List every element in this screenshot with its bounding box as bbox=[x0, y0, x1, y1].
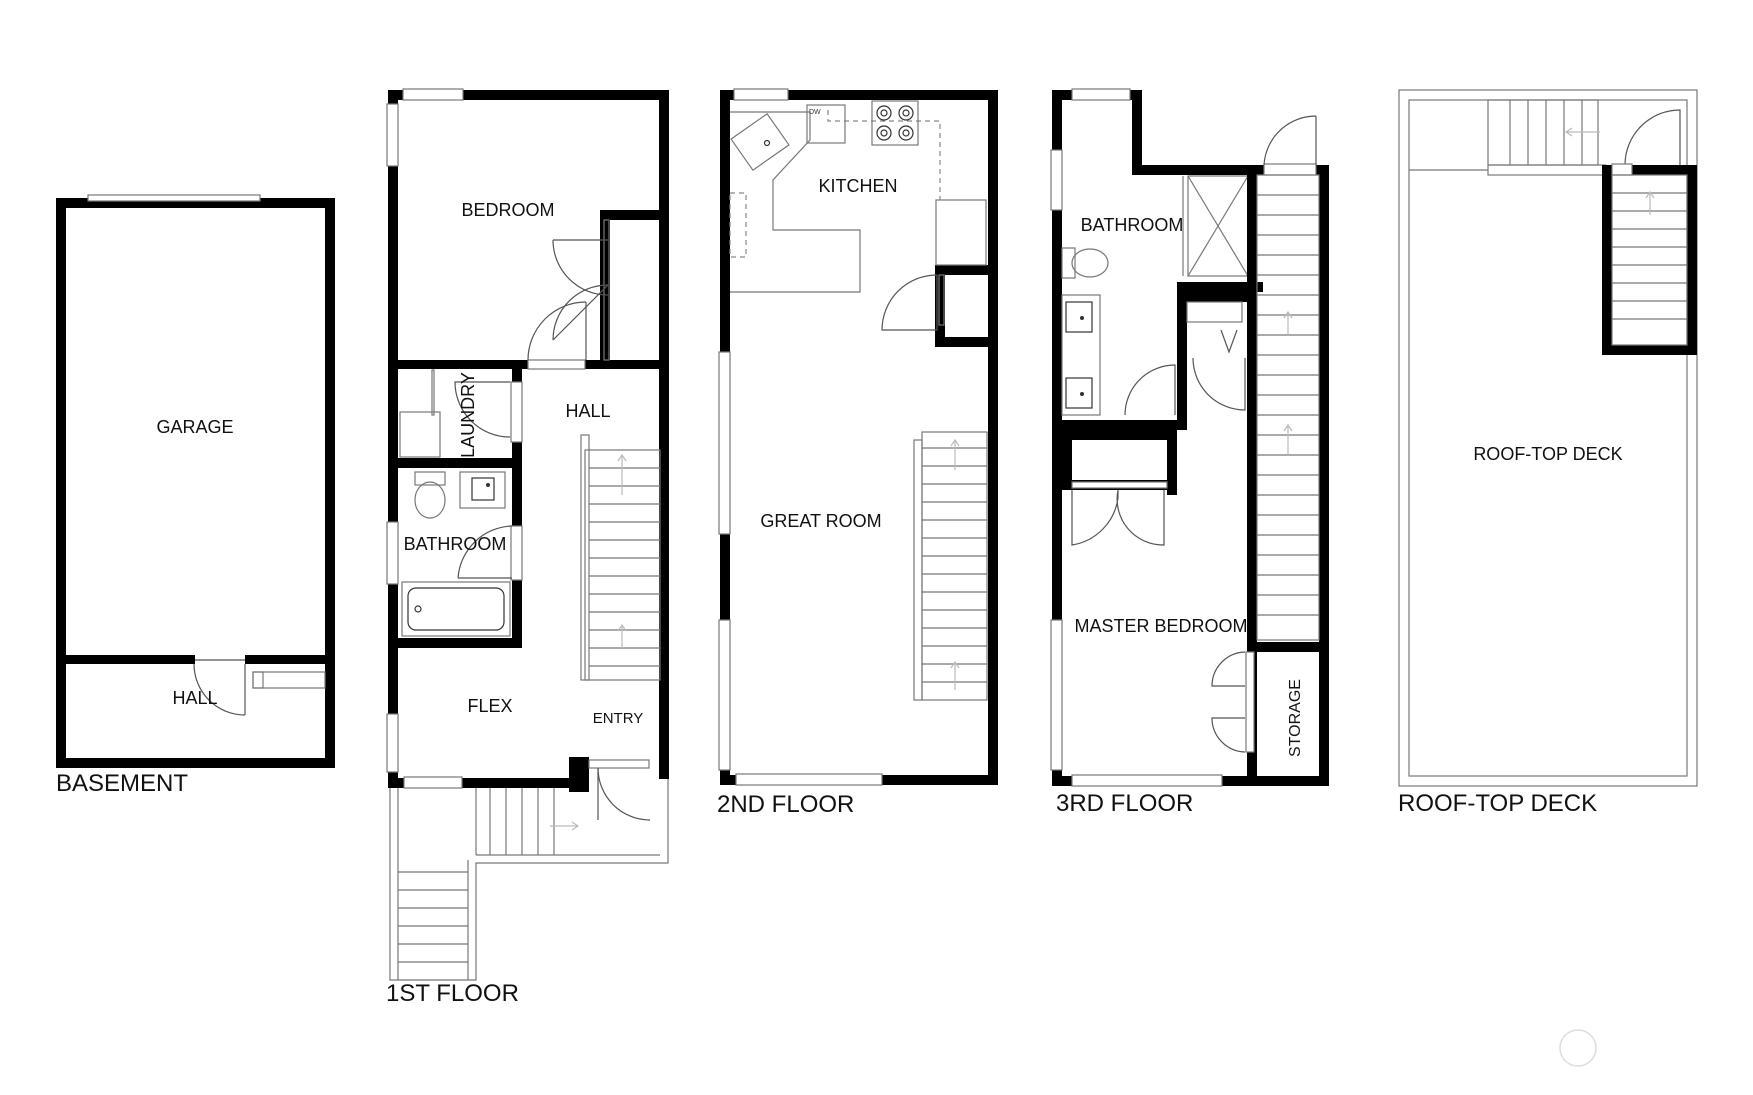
second-floor-plan: DW bbox=[717, 88, 998, 818]
basement-caption: BASEMENT bbox=[56, 770, 188, 797]
storage-label: STORAGE bbox=[1287, 679, 1304, 757]
laundry-label: LAUNDRY bbox=[458, 372, 478, 458]
garage-door-icon bbox=[87, 194, 261, 202]
first-floor-plan: BEDROOM LAUNDRY HALL BATHROOM FLEX ENTRY… bbox=[386, 88, 669, 1007]
stair-icon bbox=[1611, 174, 1688, 346]
basement-plan: GARAGE HALL BASEMENT bbox=[56, 194, 335, 797]
first-bathroom-label: BATHROOM bbox=[404, 534, 507, 554]
dishwasher-label: DW bbox=[809, 109, 821, 116]
bathtub-icon bbox=[401, 581, 511, 637]
cooktop-icon bbox=[871, 100, 919, 146]
stair-icon bbox=[1256, 174, 1320, 641]
sink-icon bbox=[1061, 294, 1101, 416]
basement-hall-label: HALL bbox=[172, 688, 217, 708]
stair-icon bbox=[913, 431, 988, 701]
great-room-label: GREAT ROOM bbox=[760, 511, 881, 531]
third-floor-caption: 3RD FLOOR bbox=[1056, 790, 1193, 817]
garage-label: GARAGE bbox=[156, 417, 233, 437]
first-hall-label: HALL bbox=[565, 401, 610, 421]
second-floor-caption: 2ND FLOOR bbox=[717, 791, 854, 818]
toilet-icon bbox=[414, 471, 446, 519]
sink-icon bbox=[459, 471, 506, 509]
master-bedroom-label: MASTER BEDROOM bbox=[1074, 616, 1247, 636]
entry-label: ENTRY bbox=[593, 710, 644, 727]
stair-icon bbox=[580, 434, 661, 681]
kitchen-label: KITCHEN bbox=[818, 176, 897, 196]
sink-icon bbox=[730, 112, 790, 172]
watermark-icon bbox=[1559, 1029, 1597, 1067]
shower-icon bbox=[1182, 175, 1249, 277]
roof-deck-caption: ROOF-TOP DECK bbox=[1398, 790, 1597, 817]
flex-label: FLEX bbox=[467, 696, 512, 716]
first-floor-caption: 1ST FLOOR bbox=[386, 980, 519, 1007]
third-bathroom-label: BATHROOM bbox=[1081, 215, 1184, 235]
roof-deck-plan: ROOF-TOP DECK ROOF-TOP DECK bbox=[1398, 89, 1698, 817]
toilet-icon bbox=[1061, 247, 1109, 279]
front-steps bbox=[389, 778, 669, 981]
roof-deck-label: ROOF-TOP DECK bbox=[1473, 444, 1622, 464]
third-floor-plan: BATHROOM MASTER BEDROOM STORAGE 3RD FLOO… bbox=[1050, 88, 1329, 817]
first-bedroom-label: BEDROOM bbox=[461, 200, 554, 220]
